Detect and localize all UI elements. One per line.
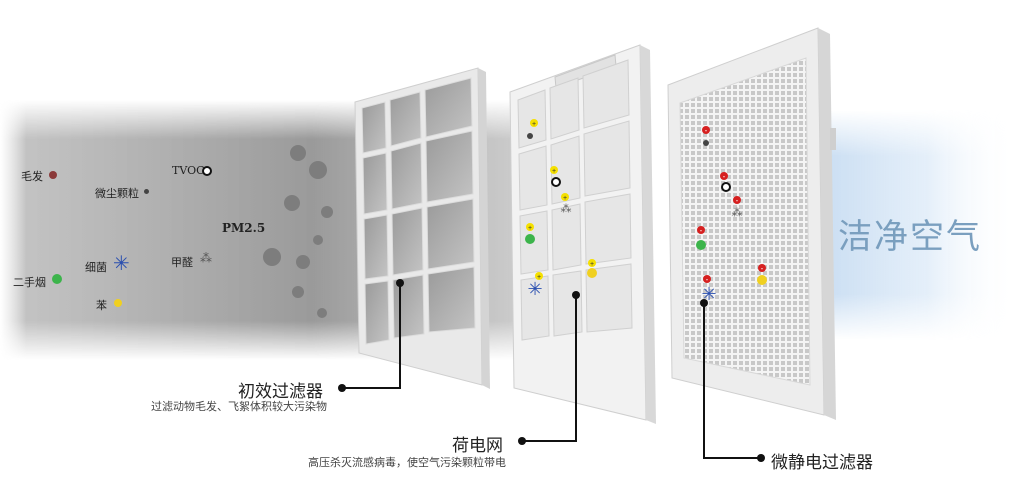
label-dust: 微尘颗粒 — [95, 187, 139, 200]
stage-2-title: 荷电网 — [452, 436, 503, 456]
positive-charges: + + + + + + — [526, 119, 596, 281]
stage-1-title: 初效过滤器 — [238, 382, 323, 402]
benzene-particle-icon — [114, 299, 122, 307]
charged-particles-grid: ⁂ ✳ — [525, 133, 597, 299]
stage-1-subtitle: 过滤动物毛发、飞絮体积较大污染物 — [151, 400, 327, 413]
label-formaldehyde: 甲醛 — [171, 256, 193, 269]
svg-text:+: + — [590, 261, 594, 268]
svg-text:✳: ✳ — [527, 279, 542, 299]
pm25-particles — [263, 145, 333, 318]
smoke-particle-icon — [52, 274, 62, 284]
svg-text:⁂: ⁂ — [561, 203, 572, 215]
stage-2-subtitle: 高压杀灭流感病毒，使空气污染颗粒带电 — [308, 456, 506, 469]
label-hair: 毛发 — [21, 170, 43, 183]
svg-text:✳: ✳ — [701, 284, 716, 304]
clean-air-label: 洁净空气 — [838, 217, 982, 257]
label-tvoc: TVOC — [172, 164, 205, 177]
charged-grid-panel — [509, 44, 656, 424]
formaldehyde-icon: ⁂ — [200, 251, 212, 265]
svg-text:-: - — [736, 196, 739, 205]
svg-text:+: + — [532, 121, 536, 128]
leader-lines — [342, 283, 761, 459]
negative-charges: - - - - - - — [697, 126, 766, 284]
svg-text:-: - — [723, 172, 726, 181]
label-pm25: PM2.5 — [222, 221, 266, 235]
svg-text:+: + — [552, 168, 556, 175]
stage-3-title: 微静电过滤器 — [771, 453, 873, 473]
tvoc-particle-icon — [202, 166, 212, 176]
svg-text:+: + — [537, 274, 541, 281]
svg-text:+: + — [563, 195, 567, 202]
svg-text:+: + — [528, 225, 532, 232]
dust-particle-icon — [144, 189, 149, 194]
bacteria-icon: ✳ — [113, 253, 130, 275]
captured-particles: ⁂ ✳ — [696, 140, 767, 304]
pointer-dot-3 — [700, 299, 708, 307]
primary-filter-panel — [354, 67, 490, 389]
label-benzene: 苯 — [96, 299, 107, 312]
electrostatic-filter-panel — [667, 27, 836, 420]
label-bacteria: 细菌 — [85, 261, 107, 274]
pointer-dot-2 — [572, 291, 580, 299]
svg-text:-: - — [700, 226, 703, 235]
label-smoke: 二手烟 — [13, 276, 46, 289]
pointer-dot-1 — [396, 279, 404, 287]
svg-text:-: - — [706, 275, 709, 284]
svg-text:-: - — [705, 126, 708, 135]
svg-text:-: - — [761, 264, 764, 273]
hair-particle-icon — [49, 171, 57, 179]
svg-text:⁂: ⁂ — [732, 207, 743, 219]
